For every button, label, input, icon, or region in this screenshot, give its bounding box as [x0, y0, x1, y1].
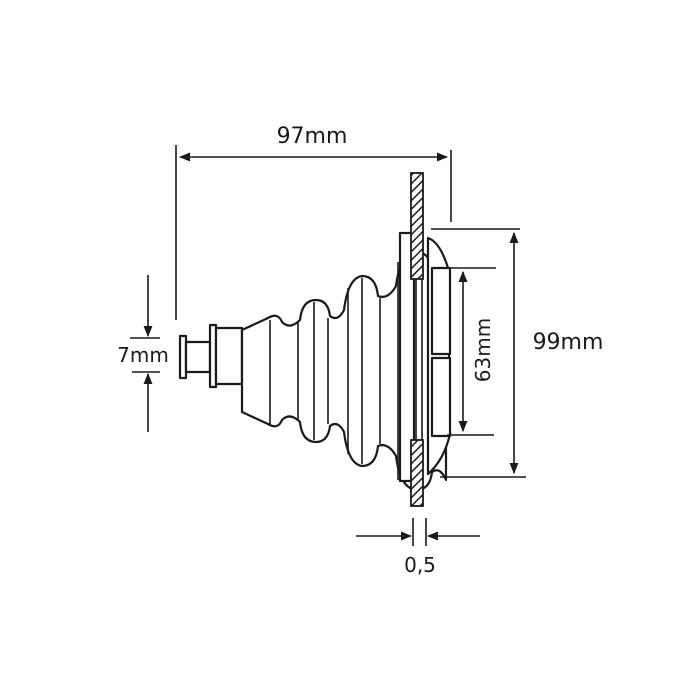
panel-section: [410, 172, 424, 507]
label-97mm: 97mm: [277, 124, 348, 149]
label-63mm: 63mm: [471, 318, 495, 382]
dimension-97mm: [175, 145, 452, 320]
label-0-5: 0,5: [404, 553, 436, 577]
label-99mm: 99mm: [533, 330, 604, 355]
label-7mm: 7mm: [117, 343, 169, 367]
bellows-boot: [178, 250, 448, 492]
dimension-7mm: [130, 275, 160, 432]
dimension-99mm: [431, 228, 526, 478]
flange: [398, 231, 452, 483]
dimension-63mm: [447, 267, 496, 436]
dimension-0-5: [356, 518, 480, 546]
